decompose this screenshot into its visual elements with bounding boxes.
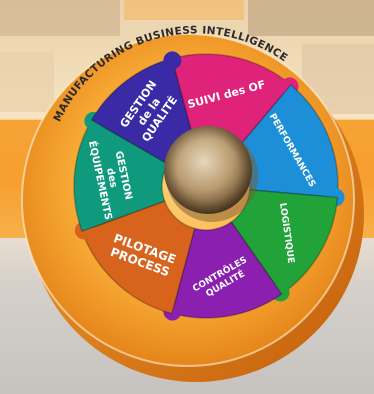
background-tile xyxy=(124,0,244,20)
background-tile xyxy=(248,0,374,36)
background-tile xyxy=(0,52,54,112)
background-tile xyxy=(0,0,120,36)
puzzle-segments: SUIVI des OFPERFORMANCESLOGISTIQUECONTRÔ… xyxy=(73,51,345,321)
segment-knob xyxy=(163,51,182,70)
segment-controles xyxy=(170,220,283,319)
segment-equipements xyxy=(73,118,169,233)
segment-pilotage xyxy=(80,200,196,315)
